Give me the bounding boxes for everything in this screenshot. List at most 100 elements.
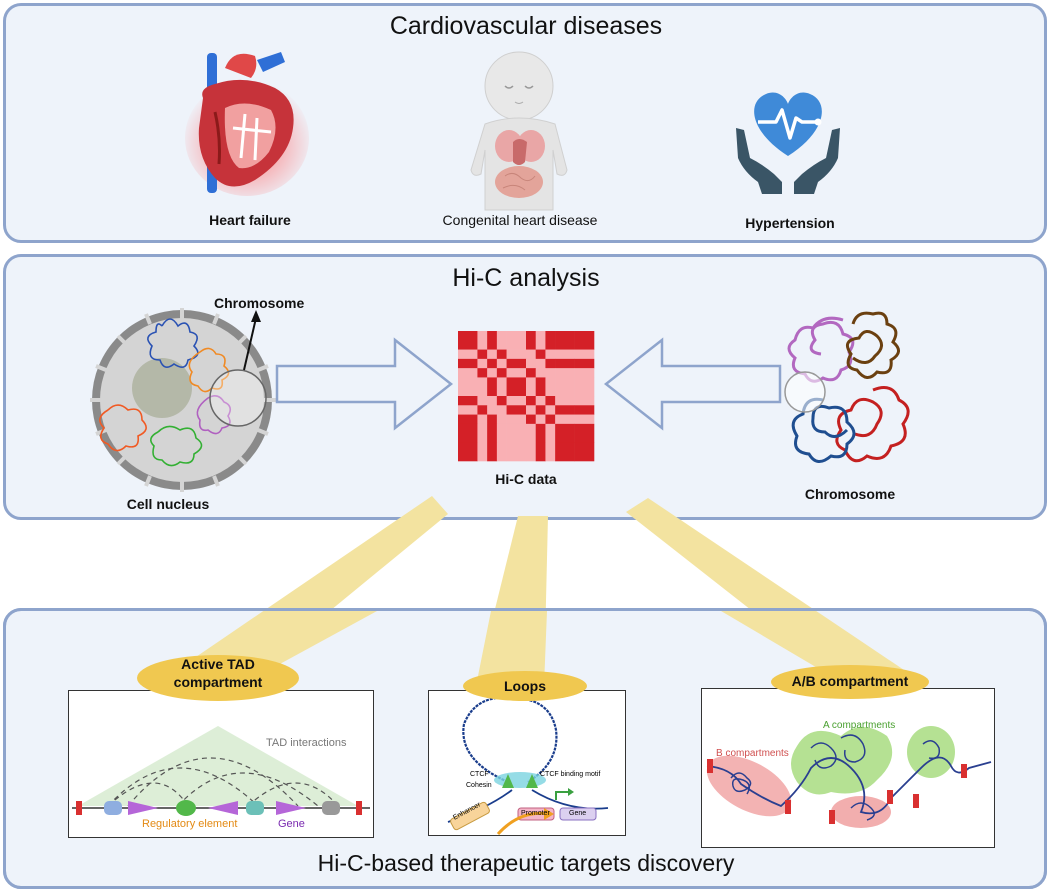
chromosome-label: Chromosome [804, 486, 896, 502]
ctcf-motif-label: CTCF binding motif [540, 771, 601, 778]
cell-nucleus-icon [90, 308, 276, 492]
hic-cell [526, 396, 537, 406]
loops-oval [463, 671, 587, 701]
hic-cell [458, 414, 478, 425]
hic-cell [487, 414, 498, 425]
hic-cell [526, 414, 537, 425]
hic-cell [458, 377, 478, 397]
hic-cell [555, 414, 575, 425]
hic-cell [555, 368, 575, 378]
hic-cell [535, 396, 546, 406]
hic-cell [535, 414, 546, 425]
hic-cell [555, 423, 575, 443]
hic-analysis-title: Hi-C analysis [452, 264, 600, 292]
hic-cell [545, 358, 556, 369]
hic-cell [487, 396, 498, 406]
hic-cell [535, 358, 546, 369]
heart-in-hands-icon [736, 92, 840, 194]
hic-cell [545, 368, 556, 378]
hic-cell [496, 349, 507, 360]
hypertension-label: Hypertension [745, 215, 835, 231]
hic-cell [506, 331, 527, 350]
hic-cell [477, 396, 488, 406]
hic-cell [496, 331, 507, 350]
hic-cell [574, 349, 595, 360]
hic-cell [506, 396, 527, 406]
regulatory-element-label: Regulatory element [142, 818, 238, 830]
hic-cell [496, 358, 507, 369]
promoter-label: Promoter [521, 810, 550, 817]
hic-cell [574, 405, 595, 415]
ab-oval [771, 665, 929, 699]
hic-cell [458, 349, 478, 360]
hic-cell [535, 377, 546, 397]
hic-cell [555, 405, 575, 415]
hic-cell [487, 349, 498, 360]
hic-cell [555, 377, 575, 397]
hic-cell [496, 423, 507, 443]
hic-cell [458, 423, 478, 443]
hic-cell [487, 423, 498, 443]
hic-cell [545, 396, 556, 406]
hic-cell [487, 358, 498, 369]
tad-oval [137, 655, 299, 701]
tad-oval-label-line2: compartment [173, 674, 263, 690]
congenital-heart-disease-label: Congenital heart disease [442, 212, 598, 228]
a-compartments-label: A compartments [823, 720, 896, 731]
hic-cell [477, 405, 488, 415]
hic-cell [477, 349, 488, 360]
hic-cell [506, 414, 527, 425]
hic-cell [506, 358, 527, 369]
hic-cell [526, 358, 537, 369]
hic-cell [535, 368, 546, 378]
hic-cell [574, 442, 595, 462]
b-compartments-label: B compartments [716, 748, 789, 759]
hic-cell [535, 405, 546, 415]
hic-cell [477, 368, 488, 378]
gene-label-tad: Gene [278, 818, 305, 830]
hic-cell [574, 368, 595, 378]
heart-anatomy-icon [185, 52, 309, 196]
hic-cell [477, 414, 488, 425]
loops-oval-label: Loops [504, 678, 546, 694]
hic-cell [535, 423, 546, 443]
hic-cell [526, 377, 537, 397]
hic-cell [545, 414, 556, 425]
hic-cell [545, 442, 556, 462]
hic-cell [487, 368, 498, 378]
tad-interactions-label: TAD interactions [266, 737, 347, 749]
hic-cell [506, 423, 527, 443]
hic-cell [526, 349, 537, 360]
hic-cell [458, 331, 478, 350]
heart-failure-label: Heart failure [209, 212, 291, 228]
hic-cell [555, 349, 575, 360]
cohesin-label: Cohesin [466, 782, 492, 789]
hic-cell [526, 368, 537, 378]
hic-data-label: Hi-C data [495, 471, 557, 487]
hic-cell [458, 368, 478, 378]
hic-cell [574, 396, 595, 406]
cell-nucleus-label: Cell nucleus [126, 496, 210, 512]
chromosome-tangle-icon [784, 311, 910, 463]
hic-cell [487, 331, 498, 350]
hic-cell [496, 396, 507, 406]
chromosome-pointer-label: Chromosome [214, 295, 305, 311]
tad-diagram [72, 692, 370, 816]
hic-cell [477, 423, 488, 443]
hic-cell [477, 358, 488, 369]
hic-cell [545, 331, 556, 350]
hic-cell [574, 377, 595, 397]
hic-cell [526, 405, 537, 415]
ctcf-label: CTCF [470, 771, 489, 778]
hic-cell [496, 405, 507, 415]
hic-cell [506, 368, 527, 378]
hic-cell [458, 396, 478, 406]
hic-cell [535, 331, 546, 350]
hic-cell [574, 358, 595, 369]
hic-cell [477, 442, 488, 462]
hic-cell [506, 405, 527, 415]
hic-cell [535, 349, 546, 360]
hic-cell [477, 331, 488, 350]
therapeutic-targets-panel [3, 608, 1047, 889]
hic-cell [458, 405, 478, 415]
